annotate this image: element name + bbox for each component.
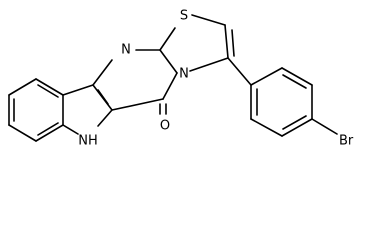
bond: [92, 59, 113, 86]
bond: [191, 14, 226, 26]
bond: [159, 49, 178, 74]
molecule-structure: N S N O NH Br: [8, 9, 354, 149]
bond: [231, 29, 235, 57]
bond: [97, 109, 113, 127]
structure-canvas: N S N O NH Br: [8, 9, 354, 149]
bond: [159, 27, 176, 51]
atom-labels: N S N O NH Br: [78, 9, 354, 149]
bond: [282, 115, 307, 130]
atom-label-oxygen: O: [160, 119, 170, 134]
bond: [111, 98, 164, 111]
bond: [35, 78, 64, 96]
bond: [281, 118, 313, 137]
atom-label-nh: NH: [78, 134, 98, 149]
bond: [37, 84, 59, 98]
atom-label-sulfur: S: [180, 9, 188, 24]
bond: [250, 118, 283, 137]
bond: [227, 57, 252, 86]
bond: [62, 124, 79, 135]
bond: [224, 24, 229, 59]
bond: [281, 67, 313, 86]
bond: [189, 57, 229, 72]
atom-label-bromine: Br: [339, 134, 354, 149]
bond: [37, 122, 59, 136]
bond: [282, 74, 307, 89]
bond: [62, 84, 94, 96]
bond: [250, 67, 283, 86]
bond: [162, 72, 178, 100]
bonds: [8, 14, 338, 142]
bond: [97, 89, 109, 105]
bond: [8, 78, 37, 96]
bond: [311, 118, 338, 135]
atom-label-n-bridge: N: [179, 67, 189, 82]
bond: [8, 124, 37, 142]
atom-label-n-imine: N: [121, 43, 131, 58]
bond: [35, 124, 64, 142]
